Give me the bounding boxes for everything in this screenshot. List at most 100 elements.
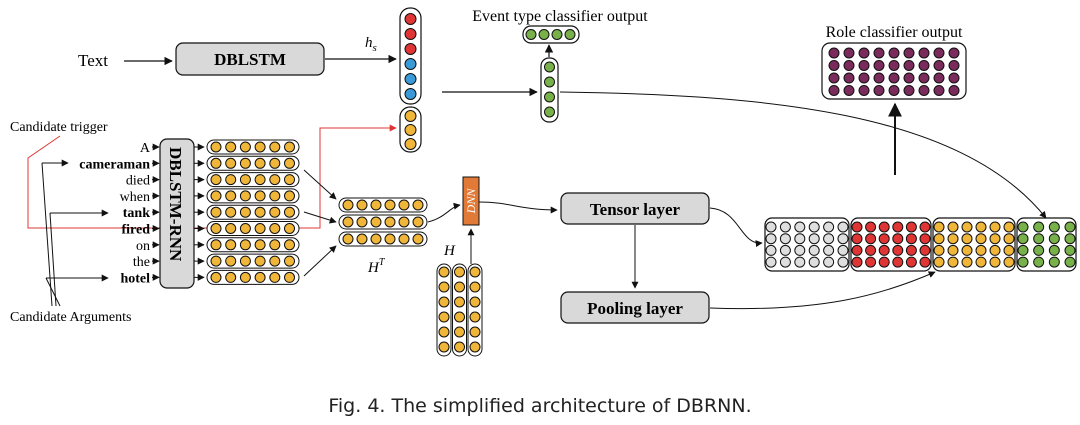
word-row-node xyxy=(269,174,281,186)
role-output-node xyxy=(828,47,840,59)
ht-node xyxy=(384,216,396,228)
event-output-node xyxy=(551,29,563,40)
dblstm-rnn-box xyxy=(159,138,195,289)
word-row-node xyxy=(239,223,251,234)
word-row-node xyxy=(254,239,266,251)
red-feature-node xyxy=(851,221,863,233)
word-row-node xyxy=(269,223,281,234)
dblstm-rnn-label: DBLSTM-RNN xyxy=(166,147,185,262)
role-output-node xyxy=(873,72,885,84)
red-feature-node xyxy=(892,256,904,268)
word-row-node xyxy=(284,255,295,267)
ht-node xyxy=(370,216,382,228)
dnn-label: DNN xyxy=(464,188,478,215)
gray-feature-node xyxy=(779,256,791,268)
role-output-node xyxy=(843,47,855,59)
gray-feature-node xyxy=(837,221,849,233)
word-row-node xyxy=(225,141,237,153)
red-feature-node xyxy=(905,233,917,245)
tensor-to-gray-arrow xyxy=(709,207,763,248)
h-node xyxy=(469,311,481,323)
dblstm-top-label: DBLSTM xyxy=(214,50,286,69)
pooling-layer-label: Pooling layer xyxy=(587,299,683,318)
green-feature-node xyxy=(1048,221,1060,233)
ht-node xyxy=(342,199,354,211)
h-node xyxy=(454,326,465,338)
hs-label: hs xyxy=(365,35,377,54)
gray-feature-node xyxy=(837,256,849,268)
red-feature-node xyxy=(905,221,917,233)
word-row-node xyxy=(254,190,266,202)
candidate-trigger-line xyxy=(27,135,110,229)
orange-feature-node xyxy=(961,256,973,268)
gray-feature-node xyxy=(765,256,777,268)
ht-node xyxy=(384,233,396,245)
role-output-node xyxy=(948,85,960,96)
role-output-node xyxy=(888,60,900,71)
word-row-node xyxy=(284,223,295,234)
tensor-layer-label: Tensor layer xyxy=(590,200,681,219)
sentence-word: tank xyxy=(123,206,150,221)
h-node xyxy=(454,281,465,293)
ht-node xyxy=(384,199,396,211)
red-feature-node xyxy=(878,233,890,245)
green-feature-node xyxy=(1064,233,1076,245)
green-feature-node xyxy=(1033,256,1045,268)
gray-feature-node xyxy=(779,233,791,245)
red-feature-node xyxy=(919,256,931,268)
word-row-node xyxy=(284,239,295,251)
orange-feature-node xyxy=(989,221,1001,233)
h-node xyxy=(438,266,450,278)
word-row-node xyxy=(269,239,281,251)
hs-symbol: h xyxy=(365,35,373,51)
orange-feature-node xyxy=(989,233,1001,245)
red-feature-node xyxy=(865,233,877,245)
sentence-word: fired xyxy=(121,223,150,238)
role-output-node xyxy=(843,85,855,96)
event-output-capsule xyxy=(522,25,580,44)
orange-feature-node xyxy=(947,233,959,245)
red-feature-node xyxy=(878,244,890,256)
ht-matrix xyxy=(338,197,428,247)
gray-feature-node xyxy=(808,233,820,245)
word-row-node xyxy=(210,255,222,267)
red-feature-node xyxy=(905,244,917,256)
gray-feature-node xyxy=(794,244,806,256)
red-feature-node xyxy=(905,256,917,268)
role-output-node xyxy=(933,85,945,96)
role-output-node xyxy=(918,72,930,84)
word-row-node xyxy=(210,206,222,218)
orange-feature-node xyxy=(933,244,945,256)
sentence-word: A xyxy=(140,141,151,156)
orange-feature-node xyxy=(947,244,959,256)
word-hidden-rows xyxy=(206,139,300,285)
sentence-word: cameraman xyxy=(79,157,150,172)
gray-feature-node xyxy=(823,233,835,245)
role-output-node xyxy=(858,60,870,71)
word-row-node xyxy=(269,271,281,283)
red-feature-node xyxy=(919,221,931,233)
sentence-word: the xyxy=(133,255,150,270)
arg-line-2 xyxy=(49,212,57,307)
role-output-node xyxy=(933,60,945,71)
event-hidden-capsule xyxy=(540,57,559,123)
word-row-node xyxy=(269,255,281,267)
word-row-node xyxy=(225,223,237,234)
word-row-node xyxy=(239,141,251,153)
word-row-node xyxy=(239,255,251,267)
green-feature-node xyxy=(1048,244,1060,256)
red-feature-node xyxy=(919,244,931,256)
red-feature-node xyxy=(851,244,863,256)
word-row-node xyxy=(269,206,281,218)
word-row-node xyxy=(269,190,281,202)
green-feature-node xyxy=(1033,221,1045,233)
word-row-node xyxy=(239,271,251,283)
word-row-node xyxy=(254,271,266,283)
red-feature-node xyxy=(851,233,863,245)
role-output-node xyxy=(828,85,840,96)
word-row-node xyxy=(284,271,295,283)
hs-node xyxy=(404,43,417,55)
orange-feature-node xyxy=(933,256,945,268)
